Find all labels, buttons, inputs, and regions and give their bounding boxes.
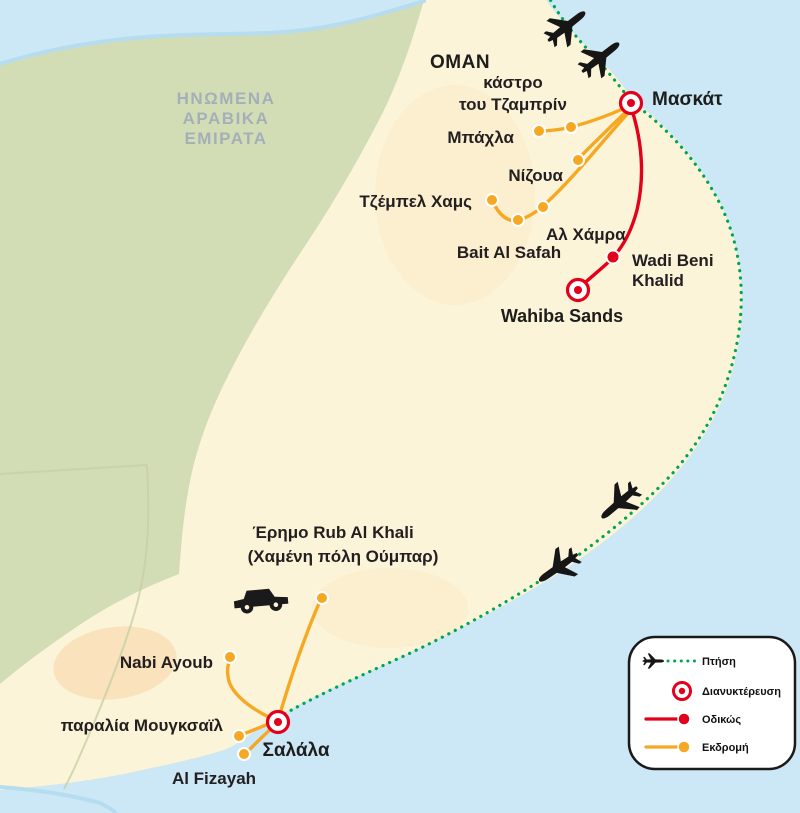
label-jebel-shams: Τζέμπελ Χαμς: [359, 192, 472, 211]
border-line: [63, 464, 150, 790]
legend-label-road: Οδικώς: [702, 714, 741, 726]
stop-dot-bahla: [532, 124, 546, 138]
label-bait-al-safah: Bait Al Safah: [457, 243, 561, 262]
river-line: [0, 785, 118, 813]
label-muscat: Μασκάτ: [652, 89, 723, 110]
legend: Πτήση Διανυκτέρευση Οδικώς Εκδρομή: [627, 635, 797, 771]
excursion-route-nabi-ayoub: [225, 658, 275, 721]
label-wadi-beni-khalid-1: Wadi Beni: [632, 251, 714, 270]
legend-overnight-marker: [672, 681, 692, 701]
label-jabrin-2: του Τζαμπρίν: [459, 95, 567, 114]
excursion-route-oubar: [277, 599, 322, 719]
label-jabrin-1: κάστρο: [483, 73, 542, 92]
stop-dot-jebel-shams: [485, 193, 499, 207]
stop-dot-wadi-beni-khalid: [605, 249, 621, 265]
legend-label-overnight: Διανυκτέρευση: [702, 686, 781, 698]
river-line: [0, 0, 426, 66]
overnight-marker-wahiba: [565, 277, 591, 303]
border-line: [0, 464, 148, 475]
label-uae-3: ΕΜΙΡΑΤΑ: [184, 129, 267, 148]
label-rub-al-khali-2: (Χαμένη πόλη Ούμπαρ): [248, 547, 439, 566]
stop-dot-al-fizayah: [237, 747, 251, 761]
oman-region: [0, 0, 743, 790]
label-rub-al-khali-1: Έρημο Rub Al Khali: [252, 523, 413, 542]
stop-dot-jabrin: [564, 120, 578, 134]
label-salalah: Σαλάλα: [262, 740, 329, 761]
stop-dot-nabi-ayoub: [223, 650, 237, 664]
excursion-route-hamra-safah-shams: [490, 110, 631, 223]
overnight-marker-salalah: [265, 709, 291, 735]
label-nabi-ayoub: Nabi Ayoub: [120, 653, 213, 672]
flight-route-coast: [279, 101, 743, 718]
label-uae-2: ΑΡΑΒΙΚΑ: [183, 109, 270, 128]
label-nizwa: Νίζουα: [508, 166, 563, 185]
label-al-fizayah: Al Fizayah: [172, 769, 256, 788]
jeep-icon: [233, 588, 289, 614]
legend-label-flight: Πτήση: [702, 656, 736, 668]
label-mughsail: παραλία Μουγκσαϊλ: [61, 716, 224, 735]
overnight-marker-muscat: [618, 90, 644, 116]
stop-dot-mughsail: [232, 729, 246, 743]
stop-dot-oubar: [315, 591, 329, 605]
legend-box: [627, 635, 797, 771]
desert-patch: [375, 85, 535, 305]
legend-road-dot: [677, 712, 691, 726]
stop-dot-nizwa: [571, 153, 585, 167]
label-uae-1: ΗΝΩΜΕΝΑ: [177, 89, 276, 108]
stop-dot-al-hamra: [536, 200, 550, 214]
road-route-muscat-wadi: [612, 105, 644, 258]
label-wadi-beni-khalid-2: Khalid: [632, 271, 684, 290]
legend-excursion-dot: [677, 740, 691, 754]
desert-patch: [312, 568, 468, 648]
label-oman: OMAN: [430, 52, 490, 73]
legend-label-excursion: Εκδρομή: [702, 742, 749, 754]
desert-patch: [53, 626, 177, 700]
label-wahiba-sands: Wahiba Sands: [501, 306, 623, 326]
label-al-hamra: Αλ Χάμρα: [546, 225, 626, 244]
stop-dot-bait-al-safah: [511, 213, 525, 227]
label-bahla: Μπάχλα: [447, 128, 514, 147]
